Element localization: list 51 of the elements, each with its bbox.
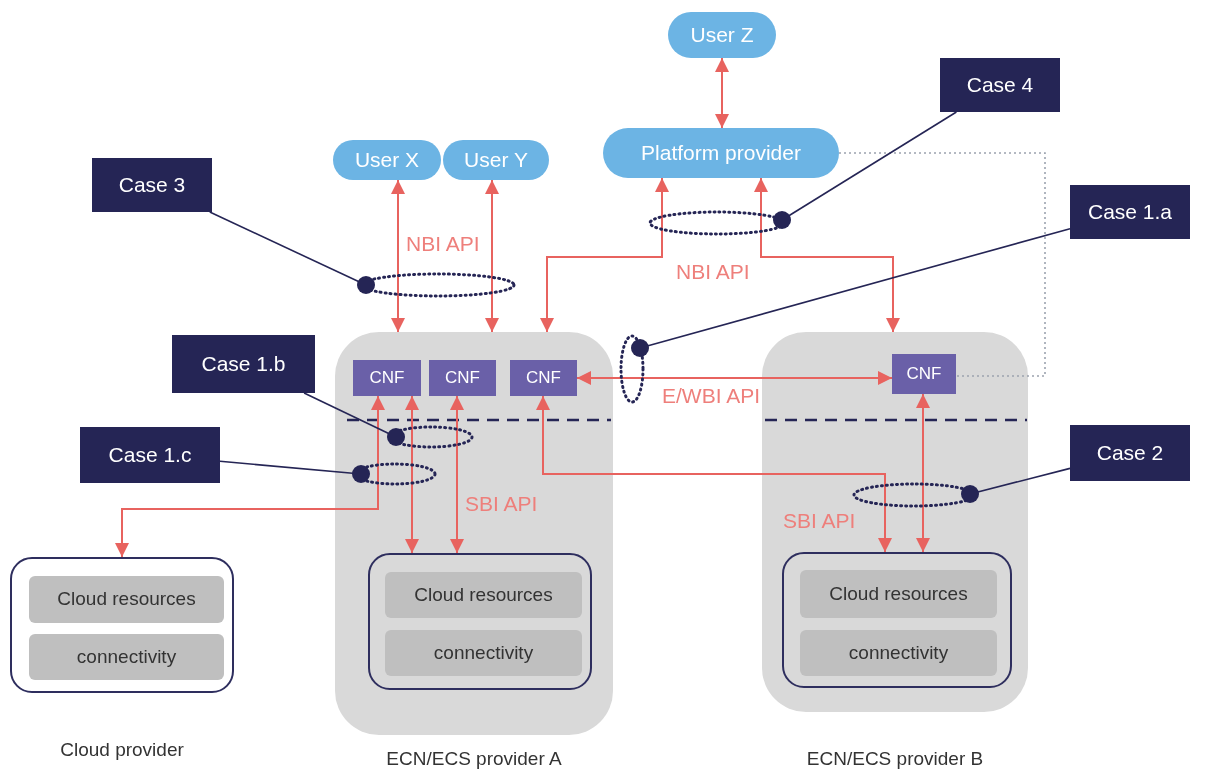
- double-arrow: [115, 395, 385, 558]
- resource-stack-box: [10, 557, 234, 693]
- provider-panel: [335, 332, 613, 735]
- leader-line-with-ellipse: [648, 111, 958, 236]
- double-arrow: [576, 371, 893, 385]
- user-pill: User Y: [443, 140, 549, 180]
- case-label-box: Case 1.b: [172, 335, 315, 393]
- cnf-box: CNF: [510, 360, 577, 396]
- resource-stack-box: [368, 553, 592, 690]
- case-label-box: Case 2: [1070, 425, 1190, 481]
- case-label-box: Case 1.c: [80, 427, 220, 483]
- double-arrow: [754, 177, 900, 333]
- user-pill: User Z: [668, 12, 776, 58]
- double-arrow: [485, 179, 499, 333]
- resource-box: Cloud resources: [800, 570, 997, 618]
- double-arrow: [540, 177, 669, 333]
- case-label-box: Case 3: [92, 158, 212, 212]
- panel-caption: Cloud provider: [60, 738, 184, 762]
- double-arrow: [405, 395, 419, 554]
- leader-line-with-ellipse: [209, 211, 516, 298]
- dotted-line: [838, 152, 1046, 377]
- resource-box: Cloud resources: [29, 576, 224, 623]
- cnf-box: CNF: [353, 360, 421, 396]
- leader-line-with-ellipse: [619, 227, 1071, 404]
- cnf-box: CNF: [429, 360, 496, 396]
- provider-panel: [762, 332, 1028, 712]
- api-label: NBI API: [676, 259, 750, 285]
- double-arrow: [916, 393, 930, 553]
- double-arrow: [536, 395, 892, 553]
- leader-line-with-ellipse: [219, 460, 437, 486]
- leader-line-with-ellipse: [852, 467, 1071, 508]
- user-pill: User X: [333, 140, 441, 180]
- double-arrow: [450, 395, 464, 554]
- user-pill: Platform provider: [603, 128, 839, 178]
- resource-box: Cloud resources: [385, 572, 582, 618]
- resource-box: connectivity: [800, 630, 997, 676]
- leader-line-with-ellipse: [303, 392, 474, 449]
- resource-box: connectivity: [385, 630, 582, 676]
- panel-caption: ECN/ECS provider B: [806, 747, 984, 769]
- double-arrow: [391, 179, 405, 333]
- api-label: SBI API: [465, 491, 538, 517]
- cnf-box: CNF: [892, 354, 956, 394]
- api-label: SBI API: [783, 508, 856, 534]
- panel-caption: ECN/ECS provider A: [386, 747, 562, 769]
- resource-stack-box: [782, 552, 1012, 688]
- api-label: E/WBI API: [662, 383, 761, 409]
- api-label: NBI API: [406, 231, 480, 257]
- case-label-box: Case 1.a: [1070, 185, 1190, 239]
- case-label-box: Case 4: [940, 58, 1060, 112]
- double-arrow: [715, 57, 729, 129]
- resource-box: connectivity: [29, 634, 224, 680]
